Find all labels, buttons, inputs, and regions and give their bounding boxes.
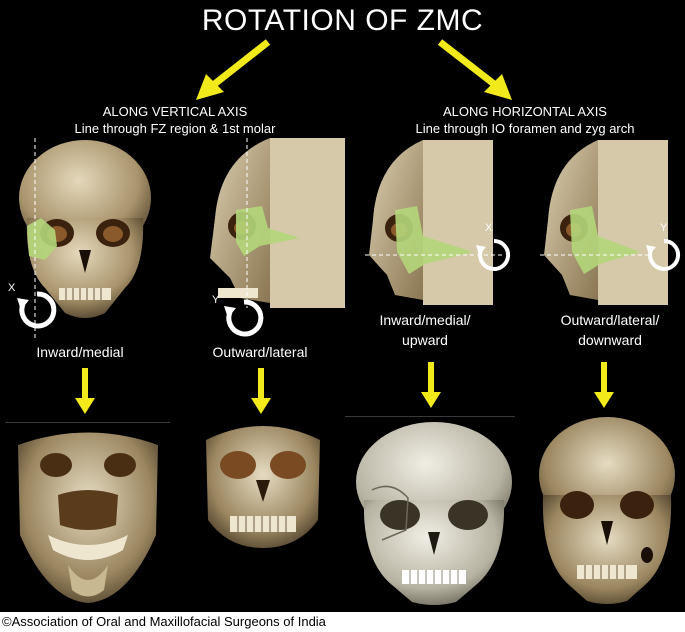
rotation-icon-panel4 xyxy=(644,236,684,276)
rotation-icon-panel1 xyxy=(15,288,59,332)
figure-panel: ROTATION OF ZMC ALONG VERTICAL AXIS Line… xyxy=(0,0,685,612)
horizontal-axis-subheading: Line through IO foramen and zyg arch xyxy=(380,120,670,137)
down-arrow-4 xyxy=(594,362,614,410)
down-arrow-1 xyxy=(75,368,95,416)
axis-label-y-panel2: Y xyxy=(212,294,219,306)
figure-title: ROTATION OF ZMC xyxy=(0,4,685,38)
rotation-icon-panel2 xyxy=(222,296,266,340)
skull-result-inward-medial-upward xyxy=(352,420,517,605)
skull-result-inward-medial xyxy=(8,425,168,605)
copyright-footer: ©Association of Oral and Maxillofacial S… xyxy=(2,614,326,629)
caption-panel4-line1: Outward/lateral/ xyxy=(540,310,680,330)
horizontal-axis-heading: ALONG HORIZONTAL AXIS xyxy=(380,103,670,120)
skull-lateral-horizontal-axis-x xyxy=(365,140,515,305)
arrow-to-horizontal-axis xyxy=(420,30,530,105)
divider-3 xyxy=(345,416,515,417)
caption-panel3-line1: Inward/medial/ xyxy=(360,310,490,330)
skull-lateral-vertical-axis xyxy=(200,138,345,308)
caption-panel1: Inward/medial xyxy=(10,342,150,362)
vertical-axis-subheading: Line through FZ region & 1st molar xyxy=(40,120,310,137)
caption-panel2: Outward/lateral xyxy=(195,342,325,362)
arrow-to-vertical-axis xyxy=(180,30,290,105)
skull-result-outward-lateral-downward xyxy=(535,415,680,605)
axis-label-y-panel4: Y xyxy=(660,222,667,234)
down-arrow-3 xyxy=(421,362,441,410)
axis-label-x-panel3: X xyxy=(485,222,492,234)
vertical-axis-heading: ALONG VERTICAL AXIS xyxy=(40,103,310,120)
caption-panel4-line2: downward xyxy=(540,330,680,350)
caption-panel3-line2: upward xyxy=(360,330,490,350)
skull-result-outward-lateral xyxy=(198,420,328,550)
down-arrow-2 xyxy=(251,368,271,416)
rotation-icon-panel3 xyxy=(474,236,514,276)
divider-1 xyxy=(5,422,170,423)
